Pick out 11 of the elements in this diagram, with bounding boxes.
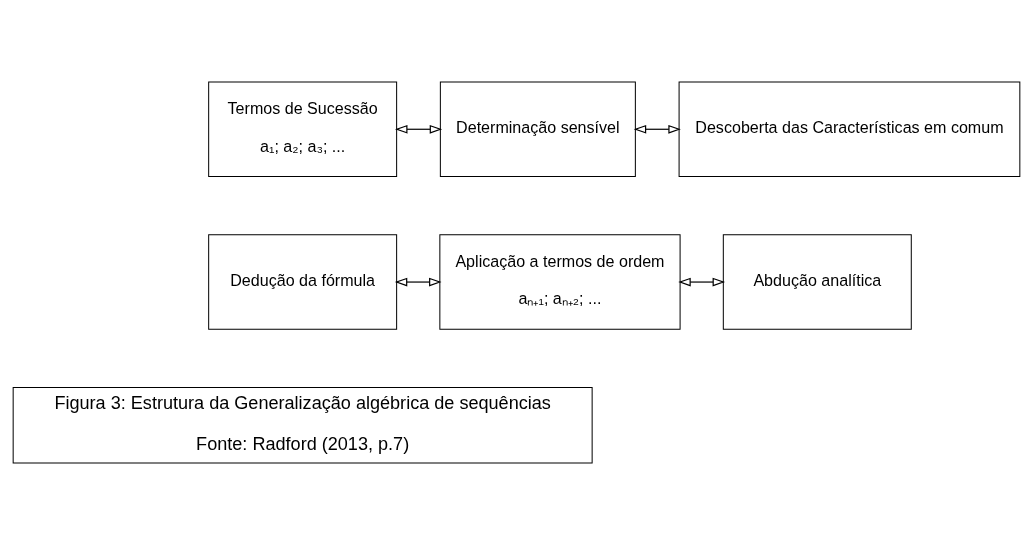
- node-box: Termos de Sucessão a₁; a₂; a₃; ...: [208, 81, 398, 177]
- node-box: Figura 3: Estrutura da Generalização algébrica de sequências Fonte: Radford (2013, p.7): [12, 387, 593, 464]
- node-box: Aplicação a termos de ordem aₙ₊₁; aₙ₊₂; ...: [439, 234, 681, 330]
- node-box: Descoberta das Características em comum: [678, 81, 1021, 177]
- node-box: Dedução da fórmula: [208, 234, 398, 330]
- arrow: [395, 124, 443, 134]
- node-box: Abdução analítica: [722, 234, 912, 330]
- node-box: Determinação sensível: [439, 81, 636, 177]
- arrow: [394, 277, 442, 287]
- arrow: [678, 277, 726, 287]
- arrow: [633, 124, 681, 134]
